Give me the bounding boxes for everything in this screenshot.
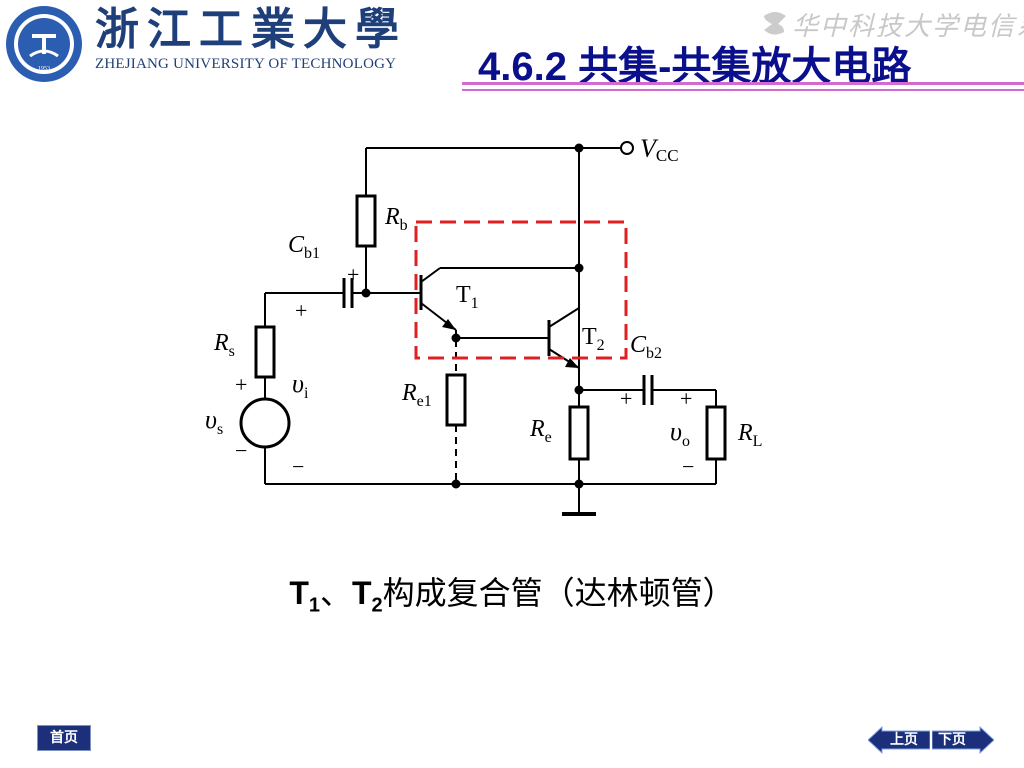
caption-t2: T xyxy=(352,575,372,611)
label-rs: Rs xyxy=(213,330,235,360)
label-cb1-plus: + xyxy=(347,262,359,287)
label-vi: υi xyxy=(292,369,309,402)
slide-header: 1953 浙江工業大學 ZHEJIANG UNIVERSITY OF TECHN… xyxy=(0,0,1024,100)
label-vs-plus: + xyxy=(235,372,247,397)
caption-sep: 、 xyxy=(319,574,352,612)
label-cb2-plus: + xyxy=(620,386,632,411)
home-button[interactable]: 首页 xyxy=(37,725,91,751)
label-output-minus: − xyxy=(682,454,694,479)
university-seal-icon: 1953 xyxy=(6,6,82,82)
label-input-plus: + xyxy=(295,298,307,323)
label-output-plus: + xyxy=(680,386,692,411)
caption-text: 构成复合管（达林顿管） xyxy=(382,574,735,612)
label-t2: T2 xyxy=(582,324,605,354)
title-rule-bottom xyxy=(462,89,1024,91)
circuit-diagram: VCC Rb Cb1 + + Rs + υs − υi − T1 T2 Re1 … xyxy=(205,134,762,516)
t1-emitter-arrow-icon xyxy=(442,319,456,330)
label-cb1: Cb1 xyxy=(288,232,320,262)
label-vo: υo xyxy=(670,417,690,450)
label-vcc: VCC xyxy=(640,134,679,165)
label-cb2: Cb2 xyxy=(630,332,662,362)
next-page-button[interactable]: 下页 xyxy=(932,726,994,754)
next-arrow-icon xyxy=(932,726,994,754)
caption-t2-sub: 2 xyxy=(371,594,383,617)
next-page-label: 下页 xyxy=(938,732,966,748)
title-rule-top xyxy=(462,82,1024,85)
t2-emitter-arrow-icon xyxy=(565,358,579,368)
label-vs: υs xyxy=(205,405,223,438)
caption: T1、T2构成复合管（达林顿管） xyxy=(200,568,824,617)
resistor-rs xyxy=(254,325,276,379)
vcc-terminal xyxy=(620,141,634,155)
junction-dots xyxy=(361,143,584,489)
label-t1: T1 xyxy=(456,282,479,312)
watermark-logo-icon xyxy=(764,12,786,35)
resistor-rl xyxy=(705,405,727,461)
label-vs-minus: − xyxy=(235,438,247,463)
resistor-re xyxy=(568,405,590,461)
label-re1: Re1 xyxy=(401,380,432,410)
label-rb: Rb xyxy=(384,204,408,234)
prev-page-button[interactable]: 上页 xyxy=(868,726,930,754)
slide-title: 4.6.2 共集-共集放大电路 xyxy=(478,45,912,89)
caption-t1-sub: 1 xyxy=(308,594,320,617)
label-input-minus: − xyxy=(292,454,304,479)
prev-arrow-icon xyxy=(868,726,930,754)
resistor-rb xyxy=(355,194,377,248)
darlington-highlight-box xyxy=(414,220,628,360)
resistor-re1 xyxy=(445,373,467,427)
seal-year: 1953 xyxy=(38,66,50,72)
label-re: Re xyxy=(529,416,552,446)
prev-page-label: 上页 xyxy=(890,732,918,748)
university-name-cn: 浙江工業大學 xyxy=(95,4,407,55)
voltage-source-vs xyxy=(239,397,291,449)
caption-t1: T xyxy=(289,575,309,611)
label-rl: RL xyxy=(737,420,762,450)
watermark-text: 华中科技大学电信系 xyxy=(792,12,1024,42)
university-name-en: ZHEJIANG UNIVERSITY OF TECHNOLOGY xyxy=(95,56,397,72)
